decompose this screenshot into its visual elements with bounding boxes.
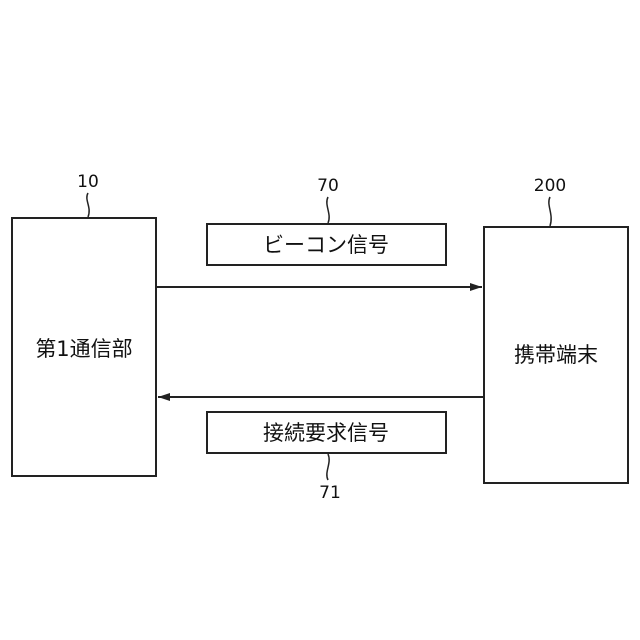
beacon-signal: ビーコン信号 70 [157, 176, 482, 287]
beacon-signal-label: ビーコン信号 [263, 233, 389, 257]
beacon-signal-ref: 70 [317, 176, 339, 196]
first-comm-unit-label: 第1通信部 [35, 337, 132, 361]
first-comm-unit-ref: 10 [77, 172, 99, 192]
first-comm-unit: 第1通信部 10 [12, 172, 156, 476]
connect-request-signal: 接続要求信号 71 [158, 397, 483, 503]
first-comm-unit-leader [87, 193, 89, 217]
beacon-signal-leader [327, 197, 329, 223]
connect-request-label: 接続要求信号 [263, 421, 389, 445]
mobile-terminal-leader [549, 197, 551, 226]
mobile-terminal-label: 携帯端末 [514, 343, 598, 367]
mobile-terminal-ref: 200 [534, 176, 566, 196]
connect-request-ref: 71 [319, 483, 341, 503]
connect-request-leader [327, 454, 329, 480]
mobile-terminal: 携帯端末 200 [484, 176, 628, 483]
